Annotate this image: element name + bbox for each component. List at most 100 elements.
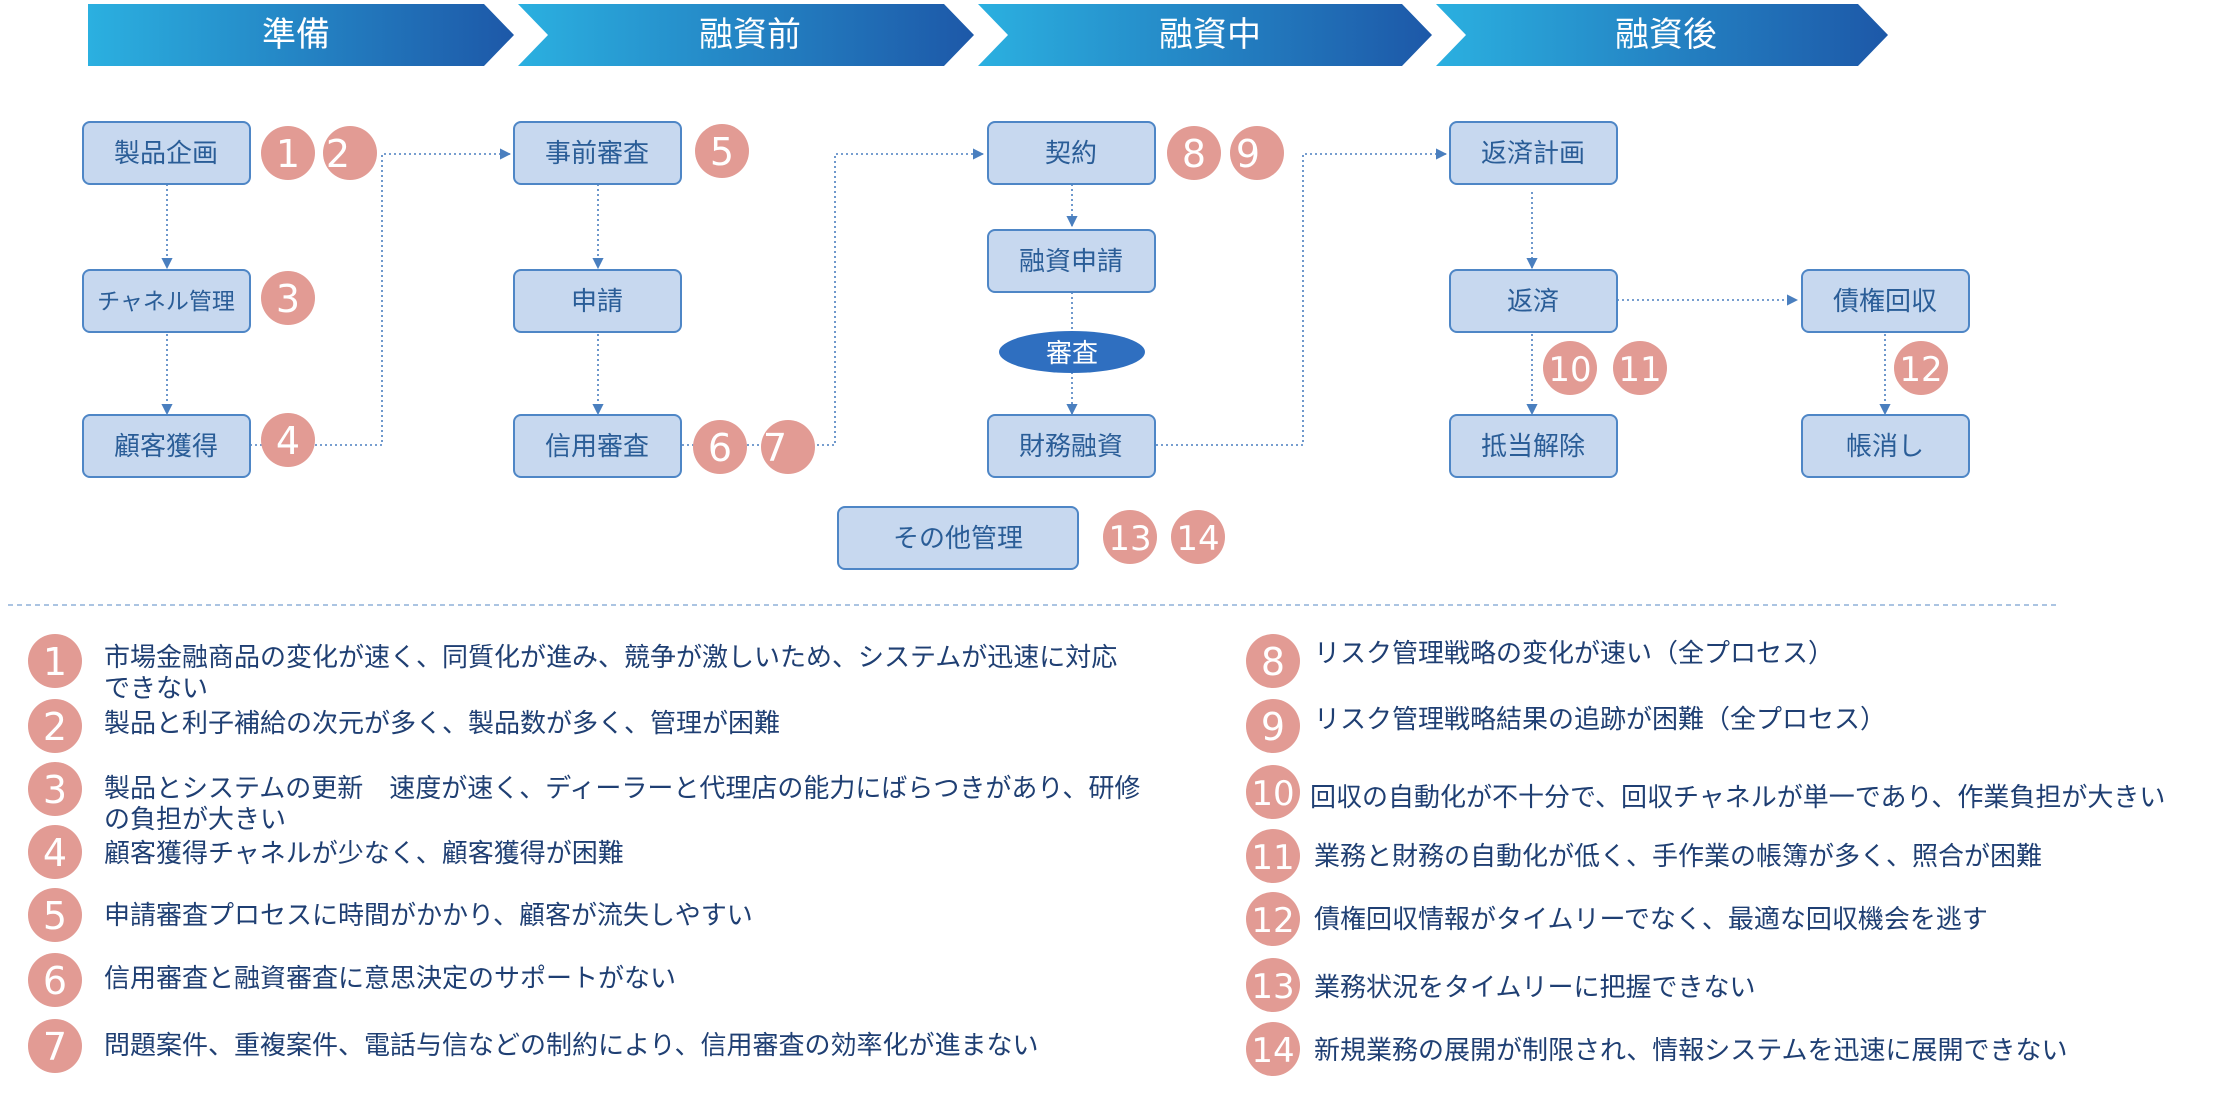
stage-header: 準備 融資前 融資中 融資後 (88, 4, 1888, 66)
badge-12: 12 (1894, 341, 1948, 395)
badge-number: 10 (1548, 350, 1591, 390)
badge-number: 13 (1108, 519, 1151, 559)
issue-number: 12 (1251, 901, 1294, 941)
issue-text: できない (104, 674, 208, 704)
box-label: 融資申請 (1019, 247, 1123, 277)
badge-number: 8 (1182, 132, 1206, 176)
badge-number: 7 (763, 426, 787, 470)
stage-label: 融資中 (1159, 15, 1261, 55)
issue-text: 市場金融商品の変化が速く、同質化が進み、競争が激しいため、システムが迅速に対応 (104, 643, 1117, 673)
issue-number: 1 (43, 640, 67, 684)
badge-number: 3 (276, 277, 300, 321)
stage-during-loan: 融資中 (978, 4, 1432, 66)
badge-13: 13 (1103, 510, 1157, 564)
box-loan-application: 融資申請 (987, 229, 1156, 293)
box-label: 返済計画 (1481, 139, 1585, 169)
box-label: 財務融資 (1019, 432, 1123, 462)
issue-item-11: 11 業務と財務の自動化が低く、手作業の帳簿が多く、照合が困難 (1246, 829, 2042, 883)
box-pre-review: 事前審査 (513, 121, 682, 185)
box-label: 顧客獲得 (114, 432, 218, 462)
issue-item-10: 10 回収の自動化が不十分で、回収チャネルが単一であり、作業負担が大きい (1246, 765, 2165, 819)
issue-item-7: 7 問題案件、重複案件、電話与信などの制約により、信用審査の効率化が進まない (28, 1019, 1038, 1073)
box-channel-management: チャネル管理 (82, 269, 251, 333)
issue-number: 4 (43, 831, 67, 875)
issue-item-9: 9 リスク管理戦略結果の追跡が困難（全プロセス） (1246, 699, 1886, 753)
box-label: 申請 (571, 287, 623, 317)
issue-text: 回収の自動化が不十分で、回収チャネルが単一であり、作業負担が大きい (1310, 783, 2165, 813)
box-product-planning: 製品企画 (82, 121, 251, 185)
issue-item-14: 14 新規業務の展開が制限され、情報システムを迅速に展開できない (1246, 1022, 2067, 1076)
stage-label: 融資前 (699, 15, 801, 55)
box-contract: 契約 (987, 121, 1156, 185)
connector (682, 148, 985, 446)
issue-number: 8 (1261, 640, 1285, 684)
issue-item-3: 3 製品とシステムの更新 速度が速く、ディーラーと代理店の能力にばらつきがあり、… (28, 762, 1140, 835)
badge-8: 8 (1167, 126, 1221, 180)
box-label: その他管理 (893, 524, 1023, 554)
issue-number: 5 (43, 894, 67, 938)
badge-number: 5 (710, 130, 734, 174)
issue-text: 新規業務の展開が制限され、情報システムを迅速に展開できない (1314, 1036, 2067, 1066)
issue-item-6: 6 信用審査と融資審査に意思決定のサポートがない (28, 953, 676, 1007)
box-write-off: 帳消し (1801, 414, 1970, 478)
issue-text: 問題案件、重複案件、電話与信などの制約により、信用審査の効率化が進まない (104, 1031, 1038, 1061)
stage-pre-loan: 融資前 (518, 4, 974, 66)
process-boxes: 製品企画 チャネル管理 顧客獲得 事前審査 申請 信用審査 契約 融資申請 (82, 121, 1970, 570)
stage-label: 融資後 (1615, 15, 1717, 55)
box-label: 信用審査 (545, 432, 649, 462)
issue-number: 7 (43, 1025, 67, 1069)
box-collateral-release: 抵当解除 (1449, 414, 1618, 478)
diagram-badges: 1 2 3 4 5 6 7 8 (261, 124, 1948, 564)
issue-item-5: 5 申請審査プロセスに時間がかかり、顧客が流失しやすい (28, 888, 753, 942)
issue-number: 13 (1251, 967, 1294, 1007)
review-label: 審査 (1046, 339, 1098, 369)
box-repayment: 返済 (1449, 269, 1618, 333)
box-application: 申請 (513, 269, 682, 333)
badge-14: 14 (1171, 510, 1225, 564)
badge-number: 14 (1176, 519, 1219, 559)
review-oval: 審査 (999, 331, 1145, 373)
badge-2: 2 (323, 126, 377, 180)
issue-number: 9 (1261, 705, 1285, 749)
connector (250, 148, 512, 446)
box-label: 契約 (1045, 139, 1097, 169)
issue-text: の負担が大きい (104, 805, 286, 835)
stage-post-loan: 融資後 (1436, 4, 1888, 66)
issue-number: 14 (1251, 1031, 1294, 1071)
box-financial-loan: 財務融資 (987, 414, 1156, 478)
box-repayment-plan: 返済計画 (1449, 121, 1618, 185)
box-label: 返済 (1507, 287, 1559, 317)
issue-text: 業務状況をタイムリーに把握できない (1314, 973, 1755, 1003)
badge-6: 6 (693, 420, 747, 474)
badge-7: 7 (761, 420, 815, 474)
issue-item-8: 8 リスク管理戦略の変化が速い（全プロセス） (1246, 634, 1834, 688)
box-debt-collection: 債権回収 (1801, 269, 1970, 333)
issue-number: 10 (1251, 774, 1294, 814)
issue-number: 2 (43, 705, 67, 749)
badge-number: 1 (276, 132, 300, 176)
issue-text: 信用審査と融資審査に意思決定のサポートがない (104, 964, 676, 994)
badge-number: 11 (1618, 350, 1661, 390)
issue-list-right: 8 リスク管理戦略の変化が速い（全プロセス） 9 リスク管理戦略結果の追跡が困難… (1246, 634, 2165, 1076)
badge-9: 9 (1230, 126, 1284, 180)
issue-list-left: 1 市場金融商品の変化が速く、同質化が進み、競争が激しいため、システムが迅速に対… (28, 634, 1140, 1073)
box-label: 債権回収 (1833, 287, 1937, 317)
badge-10: 10 (1543, 341, 1597, 395)
flow-connectors (161, 148, 1891, 446)
badge-number: 12 (1899, 350, 1942, 390)
connector (1156, 148, 1448, 446)
issue-text: 債権回収情報がタイムリーでなく、最適な回収機会を逃す (1314, 905, 1988, 935)
box-credit-review: 信用審査 (513, 414, 682, 478)
badge-3: 3 (261, 271, 315, 325)
issue-text: リスク管理戦略の変化が速い（全プロセス） (1314, 639, 1834, 669)
issue-number: 6 (43, 959, 67, 1003)
issue-item-4: 4 顧客獲得チャネルが少なく、顧客獲得が困難 (28, 825, 624, 879)
issue-text: 製品と利子補給の次元が多く、製品数が多く、管理が困難 (104, 709, 780, 739)
box-other-management: その他管理 (837, 506, 1079, 570)
box-label: 帳消し (1846, 432, 1924, 462)
issue-item-12: 12 債権回収情報がタイムリーでなく、最適な回収機会を逃す (1246, 892, 1988, 946)
issue-number: 11 (1251, 838, 1294, 878)
issue-text: 申請審査プロセスに時間がかかり、顧客が流失しやすい (104, 901, 753, 931)
issue-number: 3 (43, 768, 67, 812)
